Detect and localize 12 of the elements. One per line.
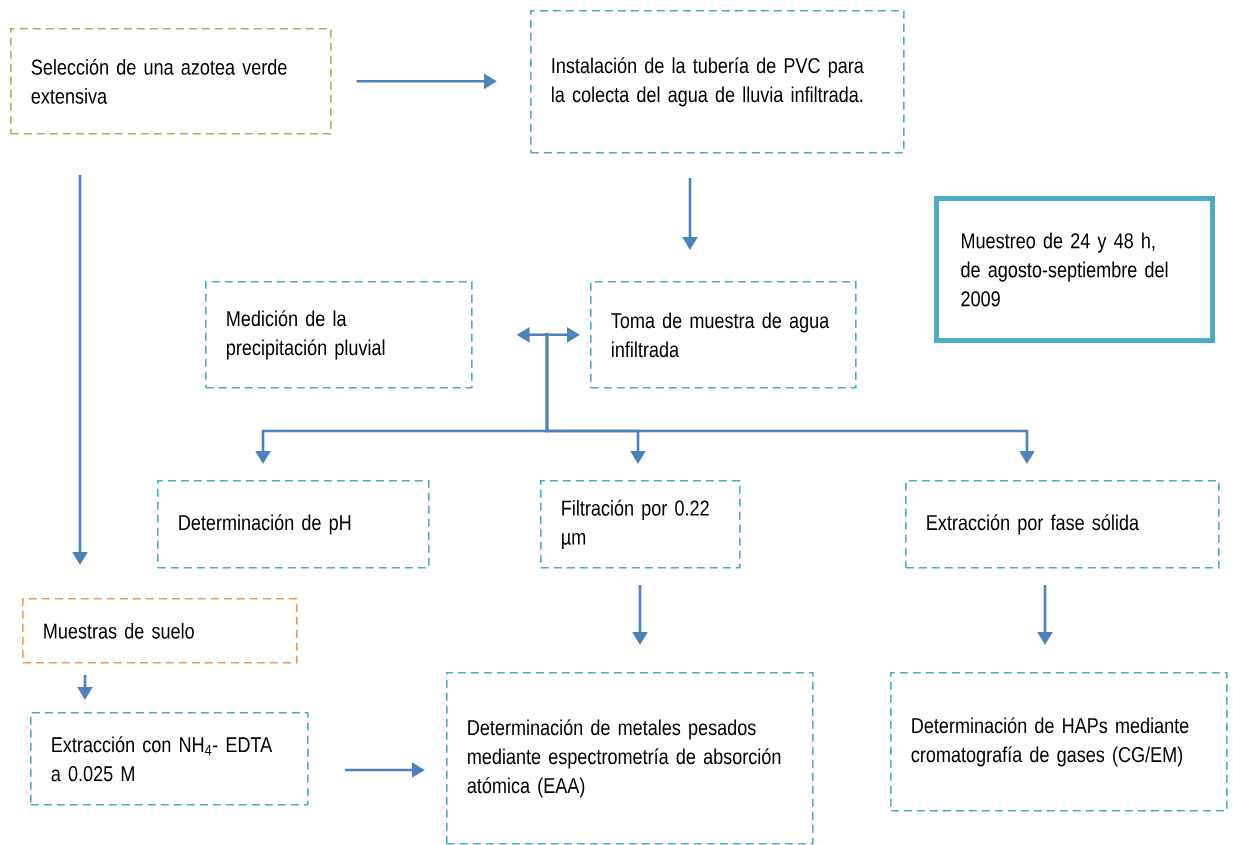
process-box: Extracción por fase sólida (905, 480, 1220, 569)
process-box: Determinación de metales pesados mediante espectrometría de absorción atómica (EAA) (446, 672, 814, 845)
process-box: Determinación de pH (157, 480, 430, 569)
process-box: Medición de la precipitación pluvial (205, 281, 473, 389)
process-box: Selección de una azotea verde extensiva (10, 28, 332, 135)
process-box: Instalación de la tubería de PVC para la colecta del agua de lluvia infiltrada. (530, 10, 905, 154)
process-box: Toma de muestra de agua infiltrada (590, 281, 857, 389)
note-box: Muestreo de 24 y 48 h, de agosto-septiembre del 2009 (934, 196, 1215, 343)
process-box: Extracción con NH$_{4}$- EDTA a 0.025 M (30, 712, 309, 806)
process-box: Determinación de HAPs mediante cromatografía de gases (CG/EM) (890, 672, 1228, 812)
process-box: Muestras de suelo (22, 598, 298, 664)
process-box: Filtración por 0.22 µm (540, 480, 741, 569)
